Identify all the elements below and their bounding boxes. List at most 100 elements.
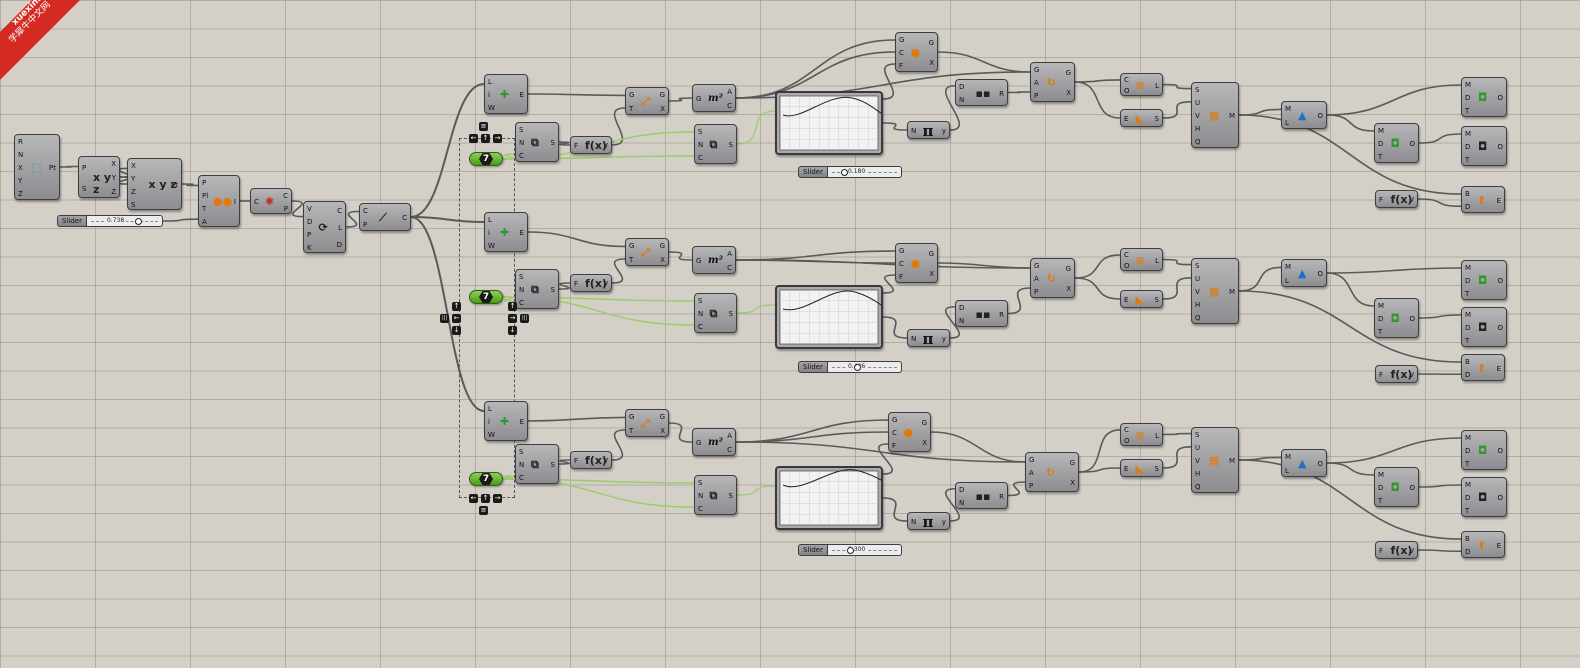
slider-track[interactable]: 0.180	[827, 166, 902, 178]
input-port[interactable]: D	[1378, 140, 1384, 148]
canvas-columns-control[interactable]: |||	[440, 314, 449, 323]
input-port[interactable]: M	[1465, 480, 1472, 489]
output-port[interactable]: I	[233, 198, 236, 206]
input-port[interactable]: F	[1379, 547, 1384, 555]
output-port[interactable]: G	[921, 419, 927, 427]
wire[interactable]	[558, 459, 571, 465]
input-port[interactable]: T	[1378, 153, 1383, 162]
wire[interactable]	[1326, 462, 1375, 476]
input-port[interactable]: D	[1465, 324, 1471, 332]
output-port[interactable]: X	[1070, 479, 1075, 487]
wire[interactable]	[1074, 81, 1121, 119]
output-port[interactable]: X	[111, 160, 116, 168]
input-port[interactable]: M	[1285, 105, 1292, 113]
output-port[interactable]: O	[1409, 140, 1415, 148]
output-port[interactable]: X	[929, 59, 934, 67]
output-port[interactable]: O	[1497, 494, 1503, 502]
output-port[interactable]: V	[1409, 547, 1414, 555]
input-port[interactable]: V	[1195, 288, 1200, 296]
canvas-right-control[interactable]: →	[508, 314, 517, 323]
wire[interactable]	[611, 258, 626, 284]
canvas-left-control[interactable]: ←	[469, 494, 478, 503]
input-port[interactable]: V	[1195, 112, 1200, 120]
wire[interactable]	[1074, 79, 1121, 83]
input-port[interactable]: T	[1465, 460, 1470, 469]
input-port[interactable]: R	[18, 137, 23, 146]
input-port[interactable]: T	[202, 204, 207, 213]
output-port[interactable]: M	[1228, 112, 1235, 120]
wire[interactable]	[1238, 459, 1462, 540]
output-port[interactable]: A	[727, 250, 732, 258]
output-port[interactable]: G	[659, 413, 665, 421]
output-port[interactable]: V	[603, 457, 608, 465]
input-port[interactable]: A	[1034, 275, 1039, 283]
wire[interactable]	[410, 83, 485, 218]
wire[interactable]	[937, 51, 1031, 73]
input-port[interactable]: C	[698, 154, 703, 163]
input-port[interactable]: T	[1465, 107, 1470, 116]
wire[interactable]	[502, 475, 516, 480]
input-port[interactable]: Y	[131, 174, 136, 183]
input-port[interactable]: D	[1465, 371, 1471, 380]
wire[interactable]	[1007, 287, 1031, 315]
wire[interactable]	[1418, 314, 1462, 319]
input-port[interactable]: F	[574, 280, 579, 288]
input-port[interactable]: C	[1124, 75, 1129, 84]
slider-knob[interactable]	[854, 364, 862, 371]
input-port[interactable]: T	[1378, 328, 1383, 337]
wire[interactable]	[882, 316, 908, 339]
output-port[interactable]: O	[1497, 143, 1503, 151]
output-port[interactable]: O	[1409, 315, 1415, 323]
input-port[interactable]: T	[1465, 156, 1470, 165]
input-port[interactable]: G	[696, 257, 702, 265]
input-port[interactable]: S	[698, 127, 703, 136]
wire[interactable]	[611, 429, 626, 461]
input-port[interactable]: Z	[131, 187, 136, 196]
input-port[interactable]: N	[911, 518, 917, 526]
wire[interactable]	[1162, 101, 1192, 119]
input-port[interactable]: B	[1465, 534, 1470, 543]
input-port[interactable]: T	[629, 256, 634, 264]
input-port[interactable]: M	[1285, 263, 1292, 271]
input-port[interactable]: V	[307, 204, 312, 213]
output-port[interactable]: O	[1497, 94, 1503, 102]
input-port[interactable]: F	[892, 442, 897, 451]
wire[interactable]	[736, 304, 776, 314]
wire[interactable]	[882, 122, 908, 131]
input-port[interactable]: i	[488, 418, 490, 426]
output-port[interactable]: y	[941, 518, 946, 526]
input-port[interactable]: G	[696, 95, 702, 103]
input-port[interactable]: L	[1285, 119, 1289, 127]
input-port[interactable]: N	[959, 317, 965, 326]
wire[interactable]	[502, 296, 516, 302]
wire[interactable]	[410, 216, 485, 223]
wire[interactable]	[1238, 108, 1282, 116]
input-port[interactable]: F	[1379, 371, 1384, 379]
input-port[interactable]: P	[307, 230, 312, 239]
output-port[interactable]: S	[550, 139, 555, 147]
wire[interactable]	[1162, 258, 1192, 266]
wire[interactable]	[735, 51, 896, 99]
output-port[interactable]: S	[1154, 115, 1159, 123]
wire[interactable]	[611, 107, 626, 146]
output-port[interactable]: E	[519, 418, 524, 426]
input-port[interactable]: Q	[1195, 314, 1201, 323]
output-port[interactable]: C	[402, 214, 407, 222]
input-port[interactable]: D	[1378, 484, 1384, 492]
input-port[interactable]: S	[1195, 261, 1200, 270]
